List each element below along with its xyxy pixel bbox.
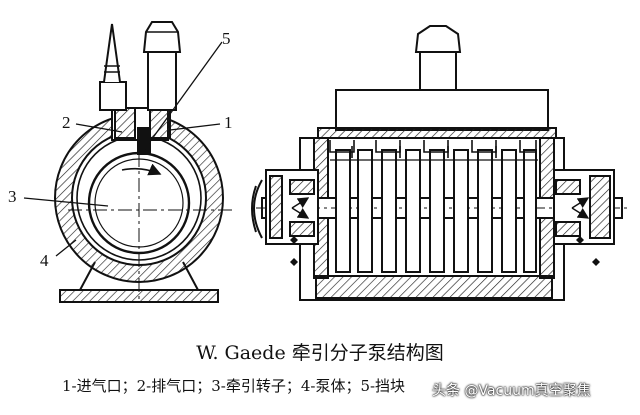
callout-4: 4 [40, 251, 49, 270]
figure-legend: 1-进气口；2-排气口；3-牵引转子；4-泵体；5-挡块 [62, 377, 406, 395]
longitudinal-section-view [251, 25, 630, 301]
inlet-port [149, 107, 171, 139]
stator-grooves [329, 140, 537, 158]
seal-markers [290, 236, 600, 266]
pump-diagram [23, 21, 630, 303]
cross-section-view [53, 21, 232, 303]
watermark: 头条 @Vacuum真空聚焦 [432, 383, 591, 399]
inlet-housing [335, 89, 549, 131]
leader-lines-left [23, 41, 223, 257]
callout-5: 5 [222, 29, 231, 48]
callout-3: 3 [8, 187, 17, 206]
flow-arrows [291, 197, 590, 219]
rotor-disks [335, 149, 537, 273]
baffle-block [137, 127, 151, 155]
exhaust-port [114, 107, 136, 139]
figure-title: W. Gaede 牵引分子泵结构图 [196, 342, 444, 364]
callout-2: 2 [62, 113, 71, 132]
callout-1: 1 [224, 113, 233, 132]
pump-body [53, 113, 225, 283]
